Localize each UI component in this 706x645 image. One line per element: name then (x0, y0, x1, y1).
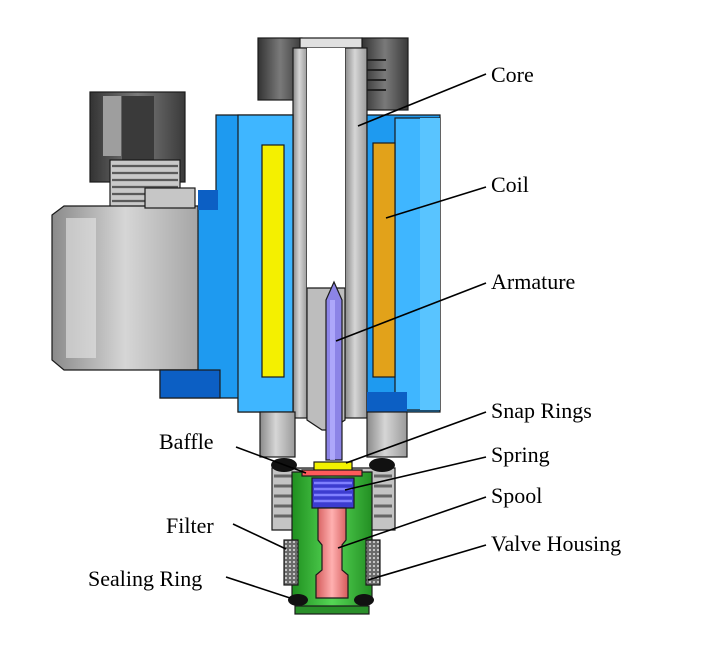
electrical-connector (51, 91, 216, 371)
leader-filter (232, 523, 287, 550)
sealing-ring-left (288, 594, 308, 606)
filter-mesh-left (283, 539, 299, 586)
leader-snap-rings (345, 411, 487, 464)
baffle (301, 469, 363, 477)
spool (315, 507, 349, 599)
leader-spring (344, 456, 487, 491)
label-spool: Spool (491, 483, 542, 508)
leader-core (357, 73, 487, 127)
filter-mesh-right (365, 539, 381, 586)
label-spring: Spring (491, 442, 550, 467)
coil-winding-right (372, 142, 396, 378)
coil-winding-left (261, 144, 285, 378)
label-valve-housing: Valve Housing (491, 531, 621, 556)
leader-baffle (235, 446, 307, 474)
label-baffle: Baffle (159, 429, 214, 454)
coil-assembly (159, 114, 441, 413)
label-filter: Filter (166, 513, 214, 538)
label-core: Core (491, 62, 534, 87)
label-snap-rings: Snap Rings (491, 398, 592, 423)
callout-labels: Core Coil Armature Snap Rings Spring Spo… (88, 62, 621, 591)
leader-coil (385, 186, 487, 219)
leader-sealing-ring (225, 576, 291, 599)
spring (311, 477, 355, 509)
o-ring-top-right (369, 458, 395, 472)
sealing-ring-right (354, 594, 374, 606)
leader-lines (225, 73, 487, 599)
armature (325, 280, 343, 461)
core-nut-right (361, 37, 409, 111)
label-sealing-ring: Sealing Ring (88, 566, 202, 591)
label-armature: Armature (491, 269, 575, 294)
leader-spool (337, 496, 487, 549)
label-coil: Coil (491, 172, 529, 197)
leader-valve-housing (367, 544, 487, 581)
leader-armature (335, 282, 487, 342)
